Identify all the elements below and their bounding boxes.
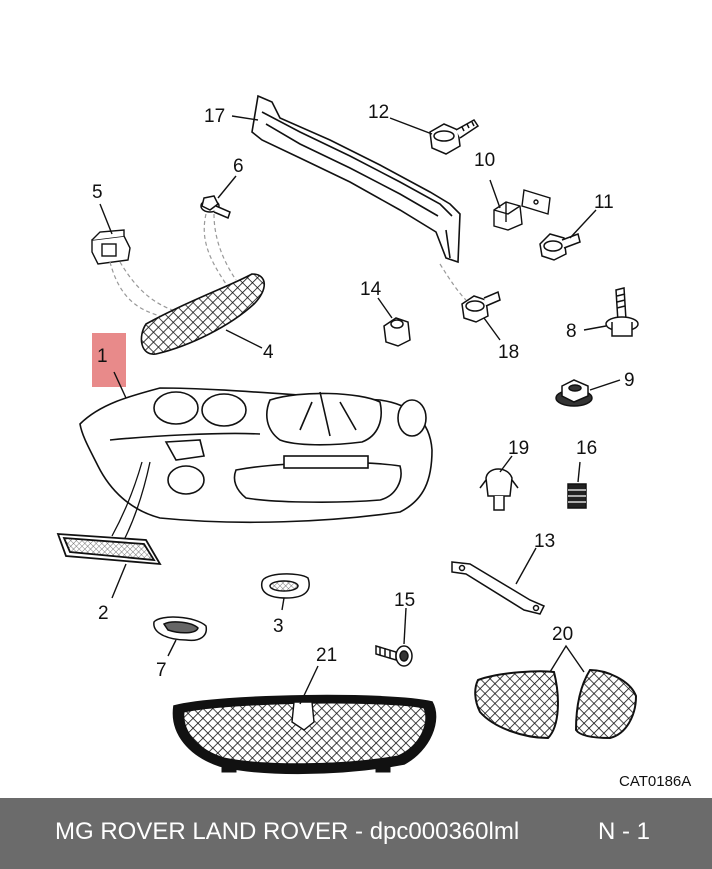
- part-4-mesh-insert[interactable]: [140, 273, 266, 355]
- leader-4: [225, 329, 263, 349]
- callout-14: 14: [360, 279, 382, 300]
- callout-9: 9: [624, 370, 635, 391]
- part-7-side-lamp[interactable]: [153, 616, 208, 642]
- part-5-clip[interactable]: [91, 229, 131, 265]
- leader-1: [113, 371, 127, 399]
- part-2-side-grille[interactable]: [56, 533, 162, 566]
- leader-9: [589, 379, 621, 391]
- part-9-flange-nut[interactable]: [555, 379, 593, 407]
- footer-bar: MG ROVER LAND ROVER - dpc000360lml N - 1: [0, 798, 712, 869]
- callout-2: 2: [98, 603, 109, 624]
- leader-17: [231, 115, 259, 121]
- leader-16: [577, 461, 581, 483]
- part-1-front-bumper[interactable]: [79, 387, 433, 524]
- part-13-bracket[interactable]: [451, 561, 546, 615]
- callout-16: 16: [576, 438, 597, 459]
- part-6-screw[interactable]: [200, 195, 231, 220]
- leader-7: [167, 639, 177, 657]
- callout-3: 3: [273, 616, 284, 637]
- part-8-bolt[interactable]: [605, 287, 639, 337]
- leader-20: [549, 644, 585, 673]
- leader-13: [515, 547, 537, 585]
- part-10-bracket[interactable]: [493, 189, 551, 231]
- leader-2: [111, 563, 127, 599]
- callout-7: 7: [156, 660, 167, 681]
- callout-19: 19: [508, 438, 529, 459]
- leader-6: [217, 175, 237, 199]
- callout-17: 17: [204, 106, 225, 127]
- callout-1: 1: [97, 346, 108, 367]
- leader-14: [377, 297, 393, 319]
- leader-8: [583, 325, 607, 331]
- part-18-bolt[interactable]: [461, 290, 501, 323]
- callout-6: 6: [233, 156, 244, 177]
- part-21-main-grille[interactable]: [172, 694, 437, 775]
- callout-13: 13: [534, 531, 555, 552]
- footer-page: N - 1: [598, 818, 651, 845]
- callout-5: 5: [92, 182, 103, 203]
- callout-20: 20: [552, 624, 573, 645]
- leader-10: [489, 179, 501, 209]
- leader-18: [483, 317, 501, 341]
- callout-12: 12: [368, 102, 389, 123]
- footer-caption: MG ROVER LAND ROVER - dpc000360lml: [55, 818, 520, 845]
- callout-18: 18: [498, 342, 519, 363]
- leader-5: [99, 203, 113, 235]
- diagram-code: CAT0186A: [619, 773, 691, 790]
- leader-19: [499, 455, 513, 473]
- part-17-reinforcement-beam[interactable]: [251, 94, 461, 264]
- part-12-bolt[interactable]: [429, 119, 480, 155]
- leader-3: [281, 597, 285, 611]
- part-14-nut[interactable]: [383, 317, 411, 347]
- leader-21: [299, 665, 319, 705]
- part-20-lower-grilles[interactable]: [474, 668, 638, 740]
- part-15-bolt[interactable]: [375, 644, 413, 667]
- callout-11: 11: [594, 192, 614, 213]
- part-19-push-clip[interactable]: [479, 468, 519, 511]
- callout-21: 21: [316, 645, 337, 666]
- leader-15: [403, 607, 407, 645]
- part-3-cover[interactable]: [260, 573, 310, 599]
- part-16-spring-clip[interactable]: [567, 483, 587, 509]
- part-11-bolt[interactable]: [539, 233, 581, 261]
- leader-11: [569, 209, 597, 239]
- callout-4: 4: [263, 342, 274, 363]
- callout-15: 15: [394, 590, 415, 611]
- callout-10: 10: [474, 150, 495, 171]
- parts-diagram: 1 2 3 4 5 6 7 8 9 10 11 12 13 14 15 16 1…: [56, 94, 691, 790]
- callout-8: 8: [566, 321, 577, 342]
- callout-highlight: [92, 333, 126, 387]
- leader-12: [389, 117, 433, 135]
